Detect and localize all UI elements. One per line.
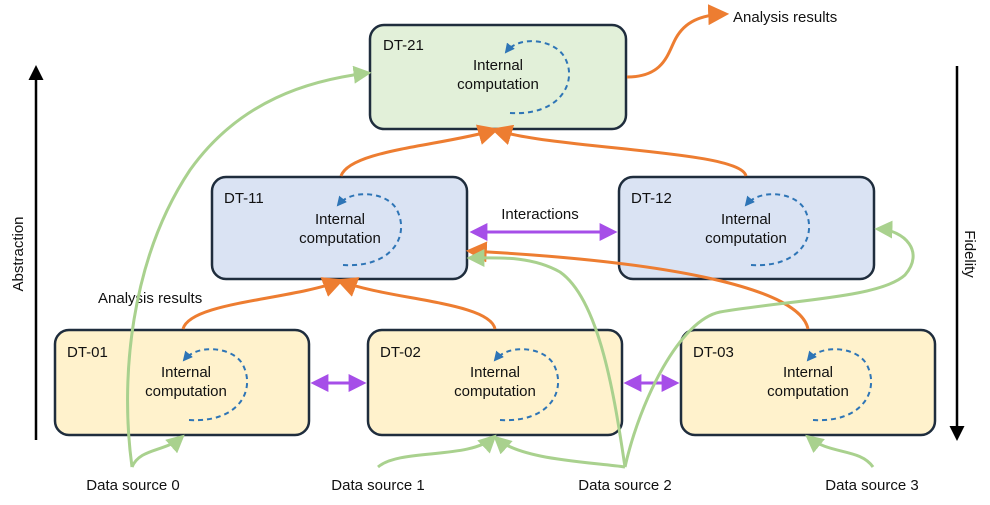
node-computation-line1: Internal [315,211,365,228]
node-computation-line2: computation [705,230,787,247]
data-source-3-label: Data source 3 [825,477,918,494]
abstraction-label: Abstraction [10,216,27,291]
data-arrow-src3-to-dt03 [805,434,875,468]
interactions-label: Interactions [501,206,579,223]
node-computation-line1: Internal [161,364,211,381]
fidelity-label: Fidelity [961,230,978,278]
node-computation-line2: computation [145,383,227,400]
result-arrow-dt21-out [626,4,730,79]
data-arrow-src2-to-dt12 [623,220,915,468]
data-arrow-src1-to-dt02 [377,434,497,469]
node-computation-line2: computation [299,230,381,247]
node-label: DT-03 [693,344,734,361]
node-computation-line1: Internal [783,364,833,381]
node-dt-02: DT-02 Internal computation [366,328,624,437]
analysis-results-left-label: Analysis results [98,290,202,307]
node-computation-line2: computation [454,383,536,400]
node-label: DT-01 [67,344,108,361]
node-dt-21: DT-21 Internal computation [368,23,628,131]
node-dt-03: DT-03 Internal computation [679,328,937,437]
node-computation-line1: Internal [721,211,771,228]
result-arrow-dt12-to-dt21 [490,124,748,177]
result-arrow-dt11-to-dt21 [339,124,500,177]
node-label: DT-12 [631,190,672,207]
node-label: DT-02 [380,344,421,361]
node-computation-line1: Internal [470,364,520,381]
result-arrow-dt02-to-dt11 [336,277,497,330]
node-computation-line1: Internal [473,57,523,74]
node-label: DT-21 [383,37,424,54]
node-computation-line2: computation [457,76,539,93]
data-arrow-src2-to-dt11 [466,248,627,468]
result-arrow-dt03-to-dt11 [465,241,810,330]
node-dt-12: DT-12 Internal computation [617,175,876,281]
data-arrow-src0-to-dt01 [130,434,185,468]
data-arrow-src0-to-dt21 [126,65,372,468]
node-dt-11: DT-11 Internal computation [210,175,469,281]
result-arrow-dt01-to-dt11 [181,277,344,330]
analysis-results-top-label: Analysis results [733,9,837,26]
data-source-1-label: Data source 1 [331,477,424,494]
data-source-0-label: Data source 0 [86,477,179,494]
data-arrow-src2-to-dt02 [493,435,626,469]
node-label: DT-11 [224,190,264,207]
data-source-2-label: Data source 2 [578,477,671,494]
node-dt-01: DT-01 Internal computation [53,328,311,437]
node-computation-line2: computation [767,383,849,400]
